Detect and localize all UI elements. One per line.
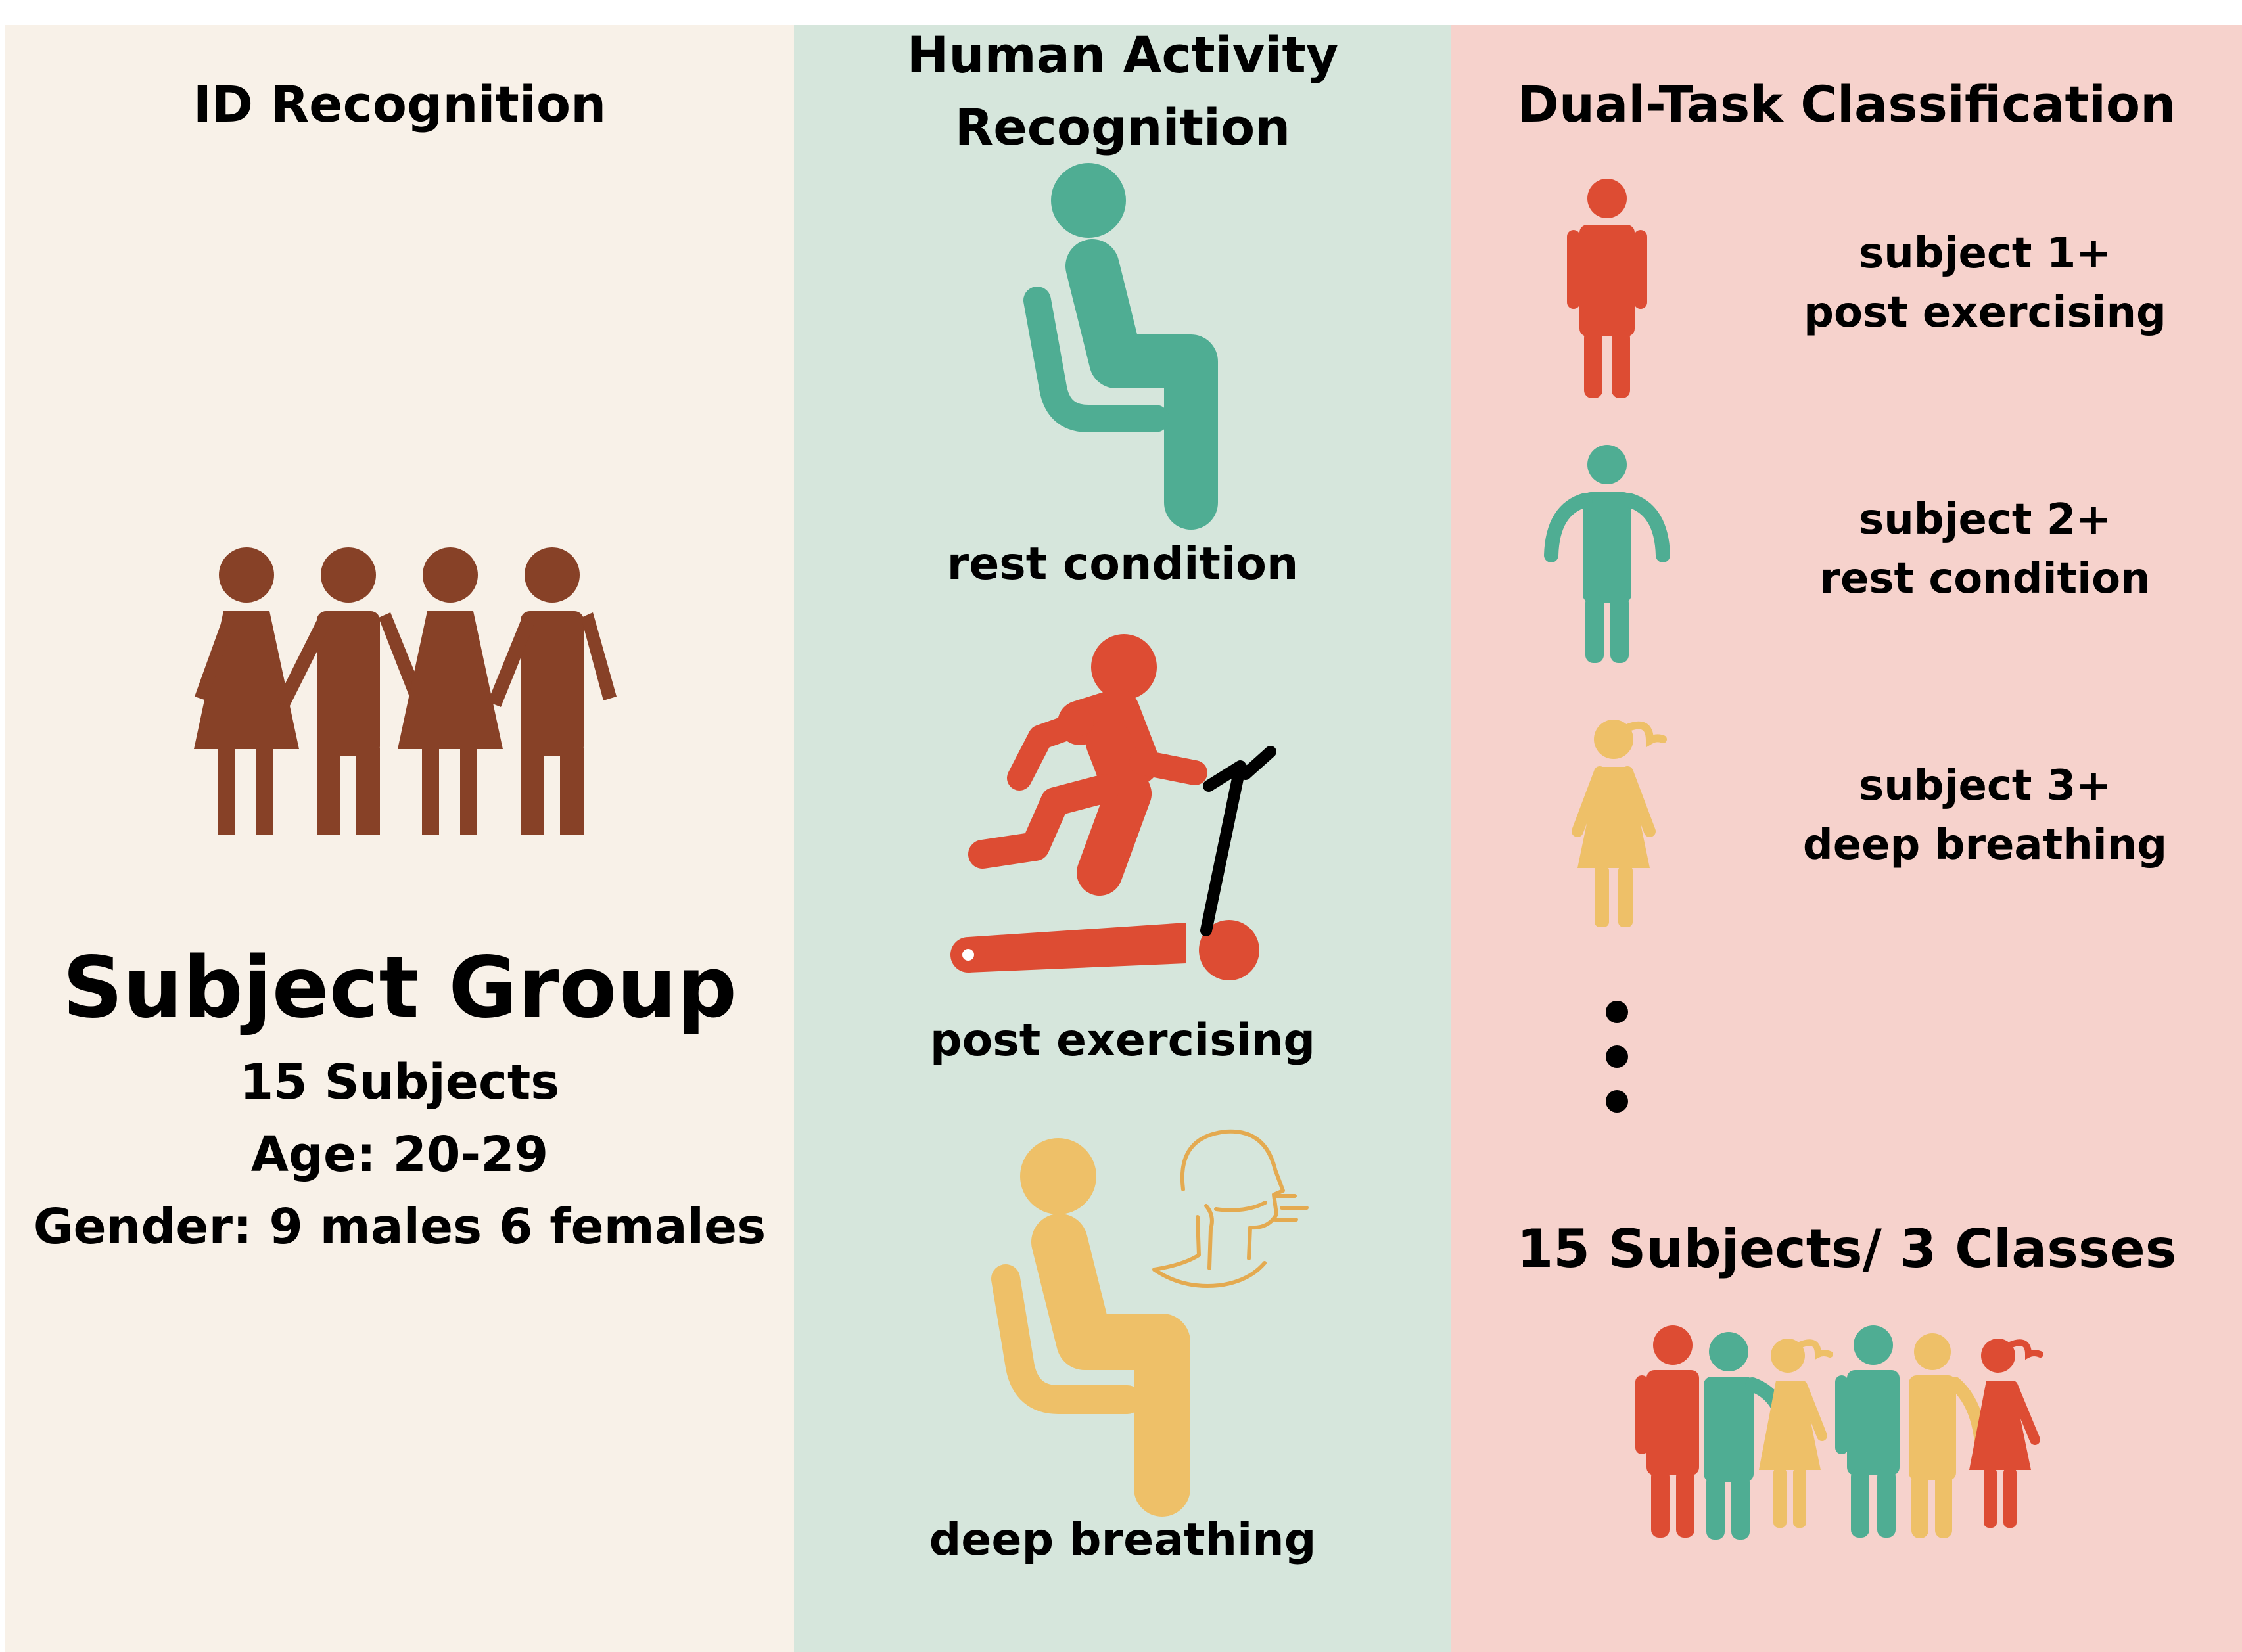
activity-label-breathing: deep breathing (929, 1514, 1317, 1566)
breathing-person-icon (991, 1129, 1309, 1517)
dual-item-1-subject: subject 1+ (1859, 229, 2111, 278)
dual-item-2-subject: subject 2+ (1859, 495, 2111, 544)
subject-crowd-icon (1635, 1325, 2043, 1540)
subject-group-icon (194, 547, 617, 835)
har-title-line2: Recognition (954, 98, 1291, 156)
dual-task-summary: 15 Subjects/ 3 Classes (1516, 1218, 2177, 1279)
subject-2-teal-person-icon (1544, 445, 1670, 663)
subject-group-title: Subject Group (62, 939, 737, 1037)
sitting-person-icon (1023, 163, 1218, 530)
subject-age: Age: 20-29 (250, 1126, 549, 1183)
ellipsis-dots-icon (1606, 1001, 1628, 1113)
subject-gender: Gender: 9 males 6 females (33, 1199, 766, 1255)
har-title-line1: Human Activity (906, 26, 1339, 84)
treadmill-runner-icon (950, 634, 1276, 980)
activity-label-exercise: post exercising (929, 1015, 1316, 1067)
subject-count: 15 Subjects (239, 1054, 560, 1111)
dual-item-3-activity: deep breathing (1802, 821, 2168, 869)
dual-item-3-subject: subject 3+ (1859, 762, 2111, 810)
id-recognition-title: ID Recognition (193, 75, 607, 133)
dual-item-1-activity: post exercising (1804, 288, 2166, 337)
subject-3-yellow-person-icon (1572, 720, 1667, 927)
id-recognition-panel (5, 25, 794, 1652)
subject-1-red-person-icon (1567, 179, 1647, 398)
dual-task-title: Dual-Task Classification (1517, 75, 2176, 133)
dual-item-2-activity: rest condition (1819, 555, 2151, 603)
activity-label-rest: rest condition (946, 538, 1299, 590)
